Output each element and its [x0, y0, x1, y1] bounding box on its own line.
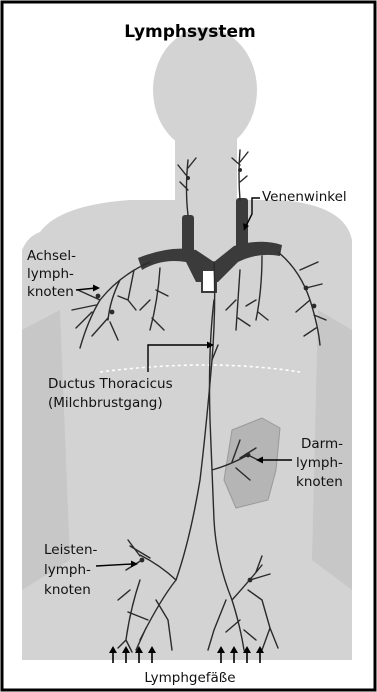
neck [175, 135, 237, 205]
label-achsel-line3: knoten [27, 284, 74, 300]
node [248, 578, 253, 583]
node [110, 310, 115, 315]
label-ductus-line1: Ductus Thoracicus [48, 376, 173, 392]
node [96, 294, 101, 299]
label-darm-line1: Darm- [301, 436, 343, 452]
diagram-title: Lymphsystem [124, 22, 255, 42]
right-jugular-vein [236, 198, 248, 250]
label-leisten-line3: knoten [44, 582, 91, 598]
left-jugular-vein [182, 215, 194, 257]
label-leisten-line1: Leisten- [44, 542, 98, 558]
label-achsel-line2: lymph- [27, 266, 74, 282]
node [140, 558, 145, 563]
label-darm-line2: lymph- [296, 455, 343, 471]
label-darm-line3: knoten [296, 474, 343, 490]
node [312, 304, 317, 309]
label-leisten-line2: lymph- [44, 562, 91, 578]
label-ductus-line2: (Milchbrustgang) [48, 395, 163, 411]
node [186, 176, 190, 180]
node [238, 168, 242, 172]
label-venenwinkel: Venenwinkel [262, 189, 347, 205]
node [304, 286, 309, 291]
node [246, 453, 251, 458]
head [153, 28, 257, 152]
label-lymphgefaesse: Lymphgefäße [144, 670, 235, 686]
label-achsel-line1: Achsel- [27, 248, 76, 264]
